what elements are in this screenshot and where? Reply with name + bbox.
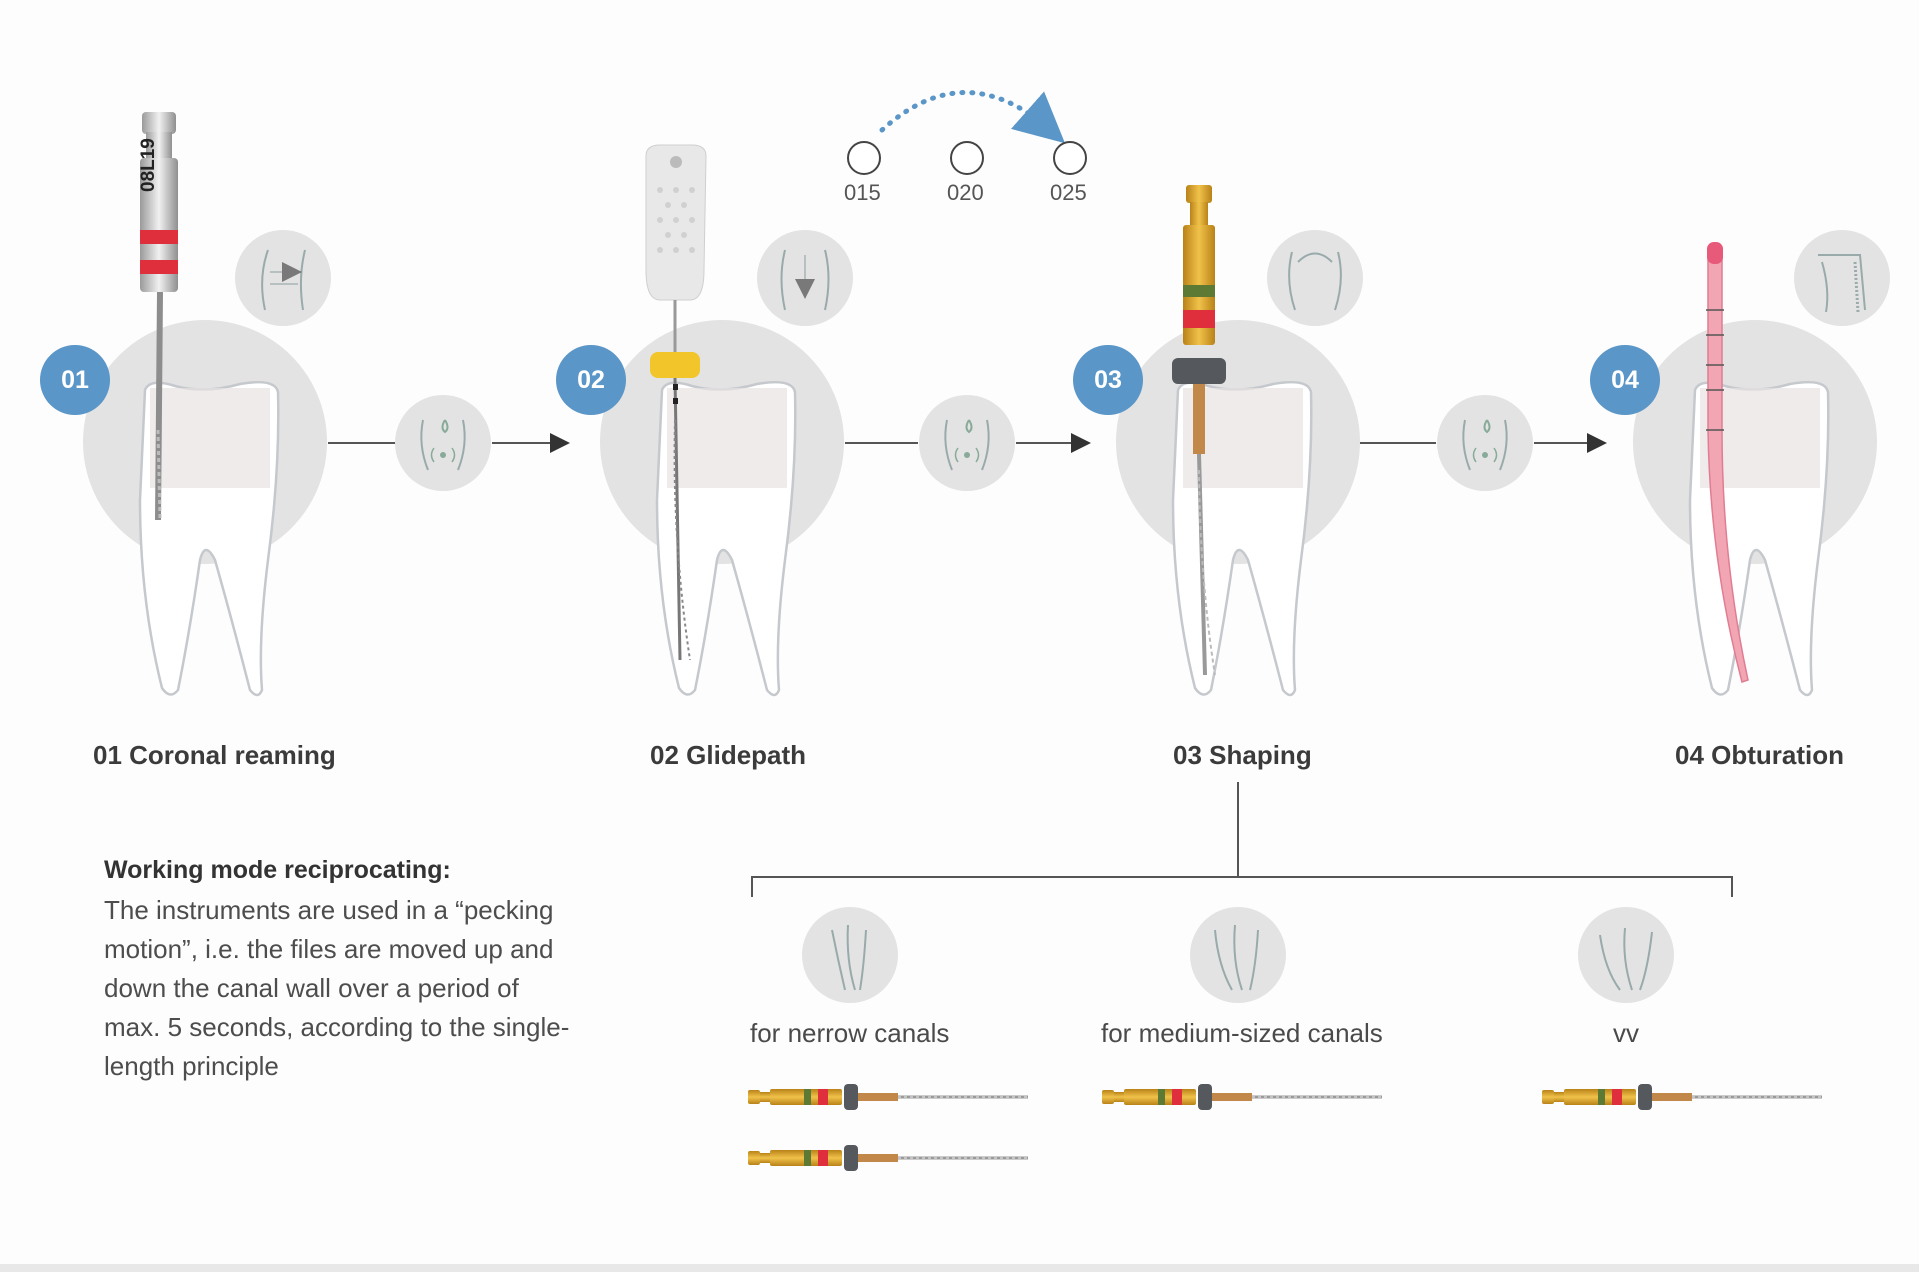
irrigation-icon — [919, 395, 1015, 491]
reaming-motion-icon — [235, 230, 331, 326]
description-heading: Working mode reciprocating: — [104, 856, 451, 884]
instrument-marking: 08L19 — [138, 138, 159, 192]
reciprocating-file — [748, 1145, 1028, 1171]
working-mode-description: Working mode reciprocating: The instrume… — [104, 856, 574, 1086]
pulp-chamber-02 — [667, 388, 787, 488]
step-title-02: 02 Glidepath — [650, 740, 807, 770]
reciprocating-file — [748, 1084, 1028, 1110]
size-circle-025 — [1053, 141, 1087, 175]
reciprocating-file — [1542, 1084, 1822, 1110]
step-01-illustration — [83, 112, 331, 697]
canal-label-narrow: for nerrow canals — [750, 1018, 950, 1048]
shaping-branch-tree — [751, 782, 1733, 897]
step-title-04: 04 Obturation — [1675, 740, 1845, 770]
size-label-025: 025 — [1050, 180, 1087, 205]
reciprocating-file — [1102, 1084, 1382, 1110]
step-badge-02: 02 — [556, 345, 626, 415]
size-circle-015 — [847, 141, 881, 175]
glidepath-file-02 — [645, 144, 707, 661]
shaping-file-03 — [1172, 185, 1226, 676]
canal-label-medium: for medium-sized canals — [1101, 1018, 1383, 1048]
irrigation-icon — [395, 395, 491, 491]
size-label-015: 015 — [844, 180, 881, 205]
step-04-illustration — [1633, 230, 1890, 697]
step-02-illustration — [600, 144, 853, 697]
step-badge-04: 04 — [1590, 345, 1660, 415]
canal-shape-icon — [1578, 907, 1674, 1003]
footer-bar — [0, 1264, 1919, 1272]
size-circle-020 — [950, 141, 984, 175]
canal-label-third: vv — [1613, 1018, 1639, 1048]
gutta-percha-point-04 — [1706, 242, 1749, 683]
obturation-icon — [1794, 230, 1890, 326]
step-03-illustration — [1116, 185, 1363, 697]
glide-motion-icon — [757, 230, 853, 326]
irrigation-icon — [1437, 395, 1533, 491]
pulp-chamber-01 — [150, 388, 270, 488]
shaping-motion-icon — [1267, 230, 1363, 326]
canal-shape-icon — [802, 907, 898, 1003]
reciprocating-files — [748, 1084, 1822, 1171]
sequence-dotted-arrow — [879, 90, 1066, 144]
canal-shape-icon — [1190, 907, 1286, 1003]
reamer-instrument-01 — [140, 112, 178, 521]
step-title-01: 01 Coronal reaming — [93, 740, 336, 770]
glidepath-size-sequence — [847, 90, 1087, 175]
step-badge-01: 01 — [40, 345, 110, 415]
description-body: The instruments are used in a “pecking m… — [104, 895, 570, 1081]
size-label-020: 020 — [947, 180, 984, 205]
step-title-03: 03 Shaping — [1173, 740, 1312, 770]
step-badge-03: 03 — [1073, 345, 1143, 415]
